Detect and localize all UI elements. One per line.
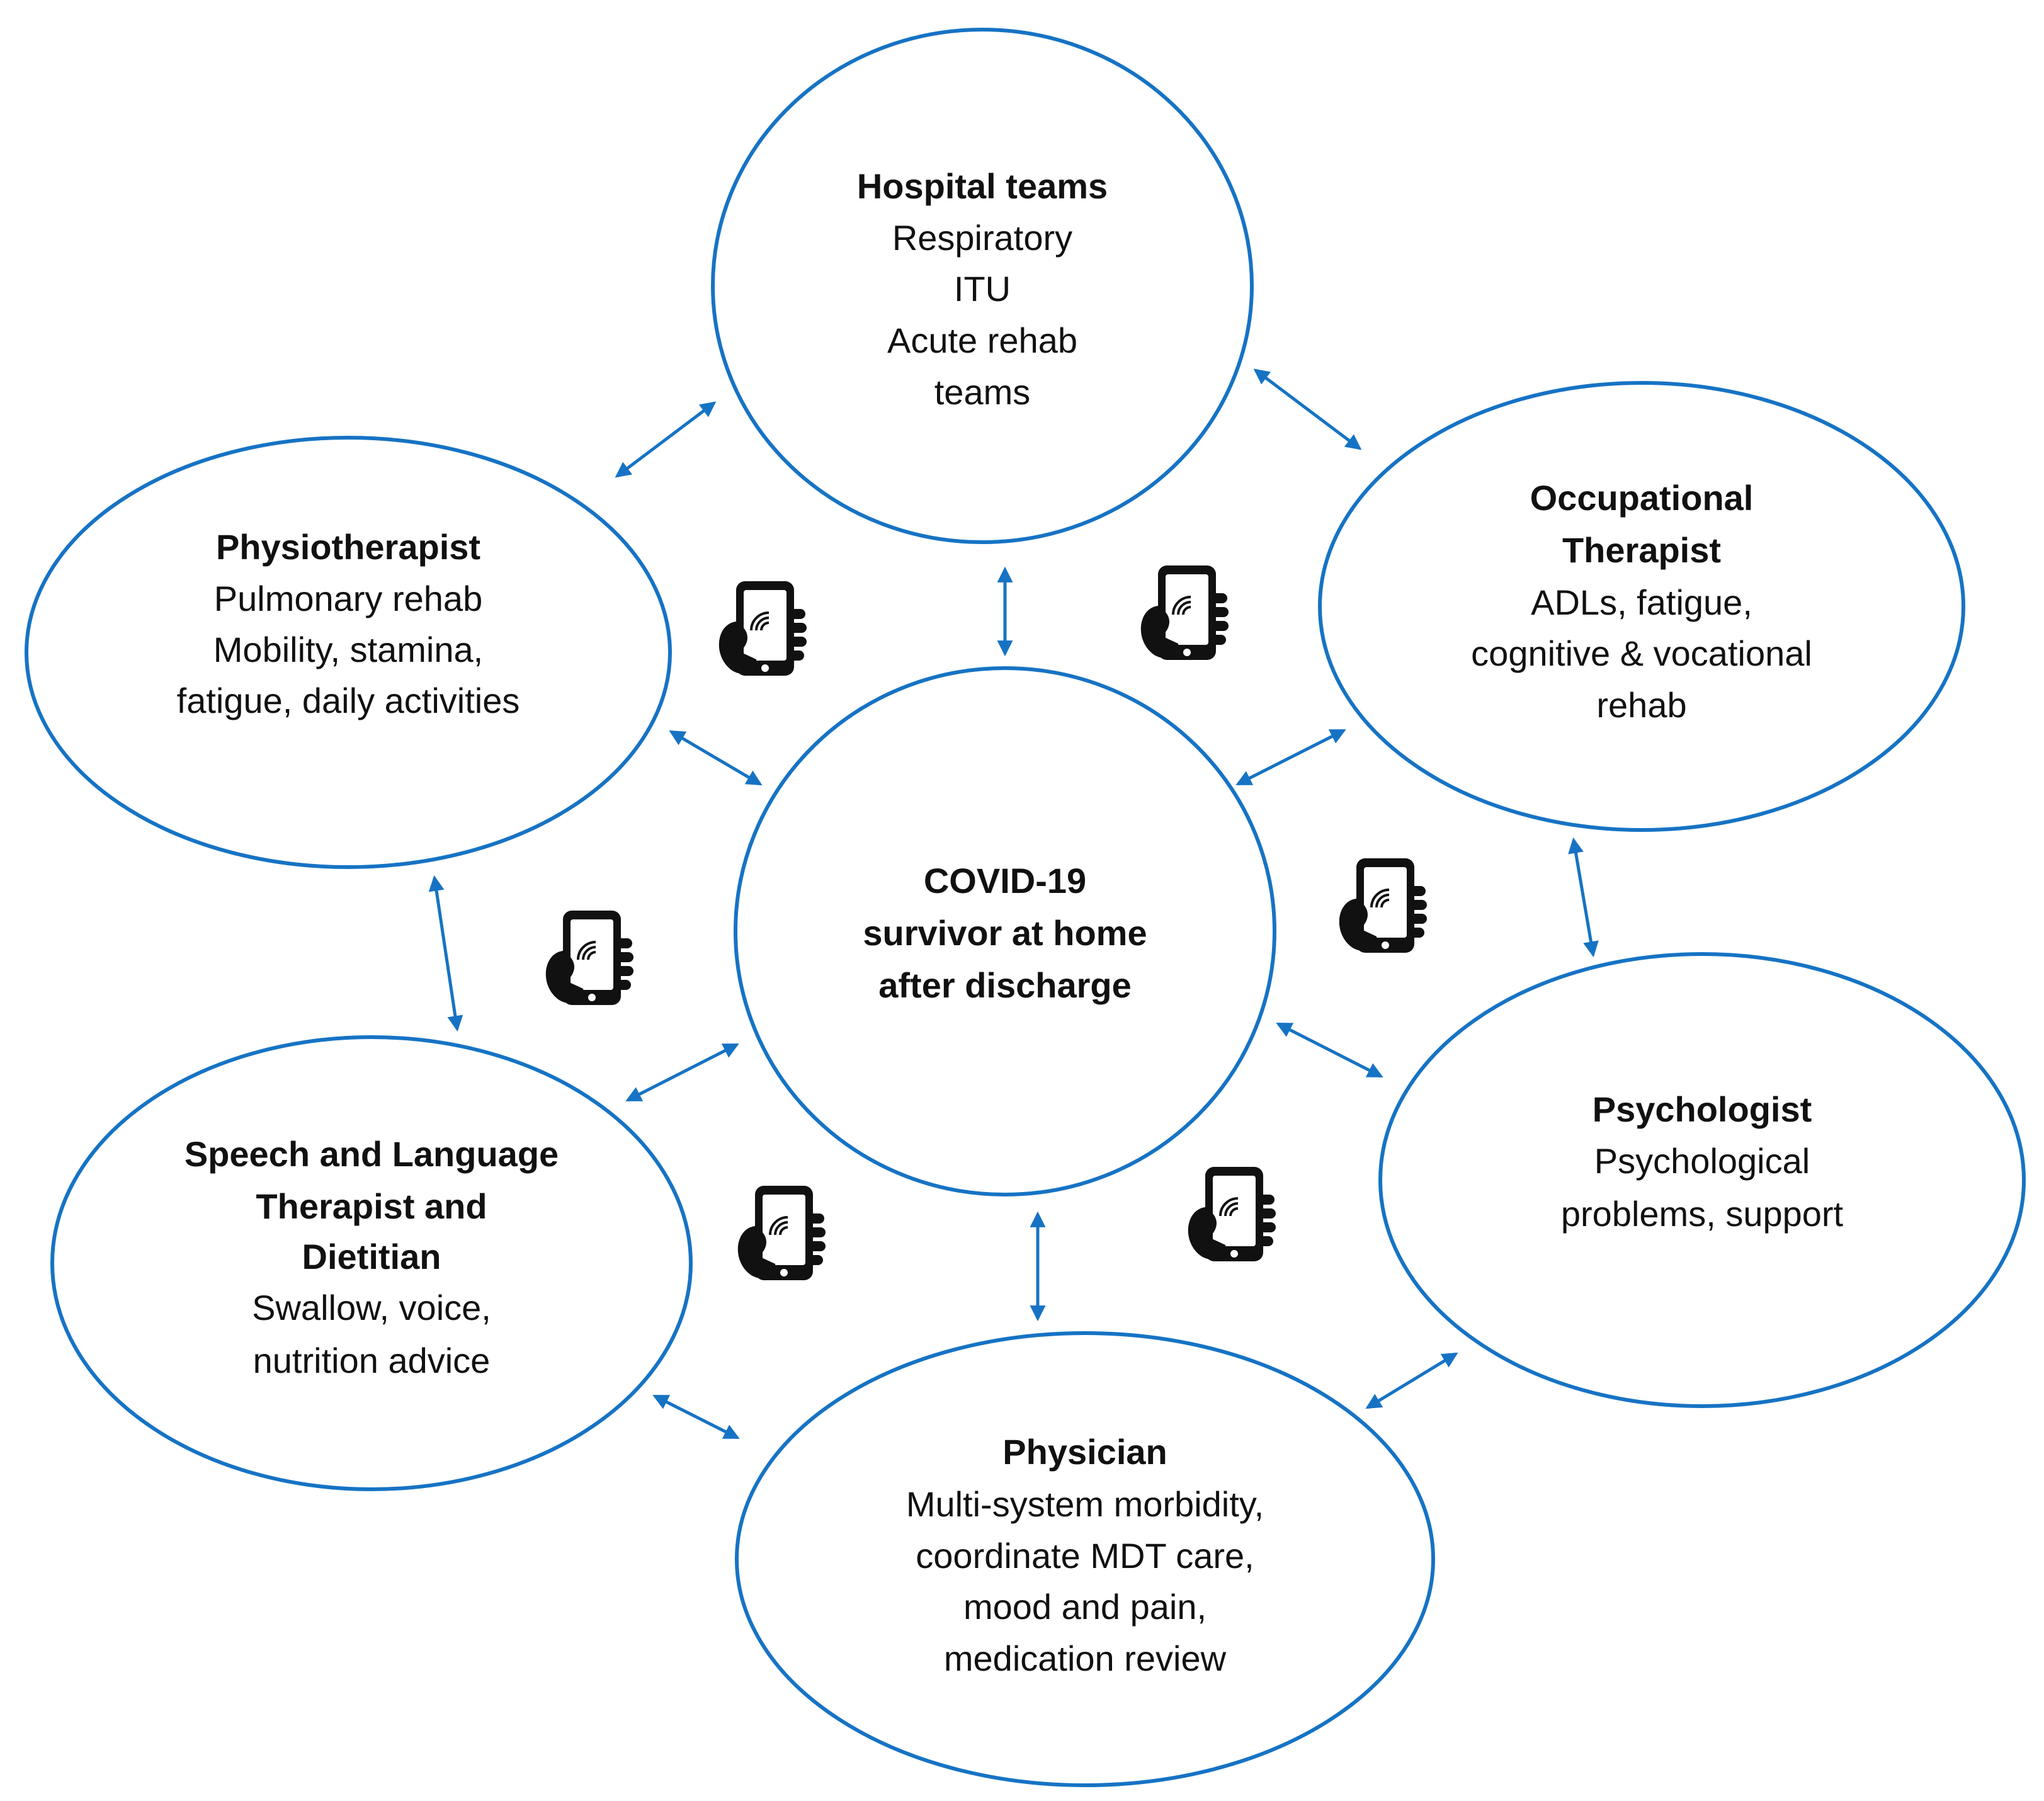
node-physician: Physician Multi-system morbidity, coordi… [735,1331,1435,1787]
node-title: Dietitian [302,1237,441,1276]
node-title: Physiotherapist [216,527,480,567]
icon-group [545,565,1427,1280]
center-node: COVID-19 survivor at home after discharg… [734,666,1276,1196]
node-title: Physician [1002,1432,1167,1472]
node-detail: cognitive & vocational [1471,633,1812,673]
center-line-2: survivor at home [863,913,1147,953]
node-detail: problems, support [1561,1194,1844,1234]
connector-physio-speech [428,875,463,1032]
node-title: Occupational [1530,478,1754,518]
node-detail: Respiratory [892,218,1072,258]
connector-physio-hospital [615,401,717,478]
node-detail: ITU [954,269,1011,309]
node-title: Hospital teams [857,166,1108,206]
node-detail: nutrition advice [253,1341,491,1380]
node-physiotherapist: Physiotherapist Pulmonary rehab Mobility… [25,436,672,869]
node-title: Therapist [1562,530,1721,570]
connector-physician-psychologist [1365,1352,1458,1409]
node-detail: fatigue, daily activities [177,681,520,720]
smartphone-icon [545,911,633,1005]
node-detail: Multi-system morbidity, [906,1484,1264,1524]
center-line-1: COVID-19 [924,861,1086,901]
connector-group [428,368,1599,1440]
connector-center-psychologist [1276,1022,1383,1078]
node-detail: ADLs, fatigue, [1531,582,1752,622]
node-detail: Pulmonary rehab [214,579,482,618]
node-hospital-teams: Hospital teams Respiratory ITU Acute reh… [711,28,1254,544]
node-detail: rehab [1596,685,1686,725]
node-detail: Mobility, stamina, [213,630,483,669]
node-psychologist: Psychologist Psychological problems, sup… [1378,952,2026,1408]
connector-occupational-psychologist [1568,837,1599,958]
node-detail: medication review [944,1639,1227,1678]
node-detail: mood and pain, [963,1587,1207,1627]
node-detail: coordinate MDT care, [916,1536,1254,1576]
node-detail: Acute rehab [887,321,1077,360]
connector-center-occupational [1235,729,1346,786]
connector-physio-center [669,730,763,786]
node-detail: Swallow, voice, [252,1288,491,1327]
node-occupational-therapist: Occupational Therapist ADLs, fatigue, co… [1318,381,1965,832]
smartphone-icon [718,581,807,676]
node-speech-language-dietitian: Speech and Language Therapist and Dietit… [50,1035,693,1491]
node-detail: teams [934,372,1031,412]
smartphone-icon [1188,1167,1276,1261]
smartphone-icon [737,1186,826,1280]
connector-hospital-occupational [1253,368,1362,450]
connector-center-speech [625,1043,739,1102]
node-title: Speech and Language [185,1134,559,1174]
node-title: Therapist and [256,1186,487,1226]
node-title: Psychologist [1593,1089,1812,1129]
center-line-3: after discharge [878,965,1132,1005]
connector-speech-physician [652,1394,740,1440]
smartphone-icon [1140,565,1229,660]
smartphone-icon [1339,858,1427,953]
node-detail: Psychological [1594,1141,1810,1181]
